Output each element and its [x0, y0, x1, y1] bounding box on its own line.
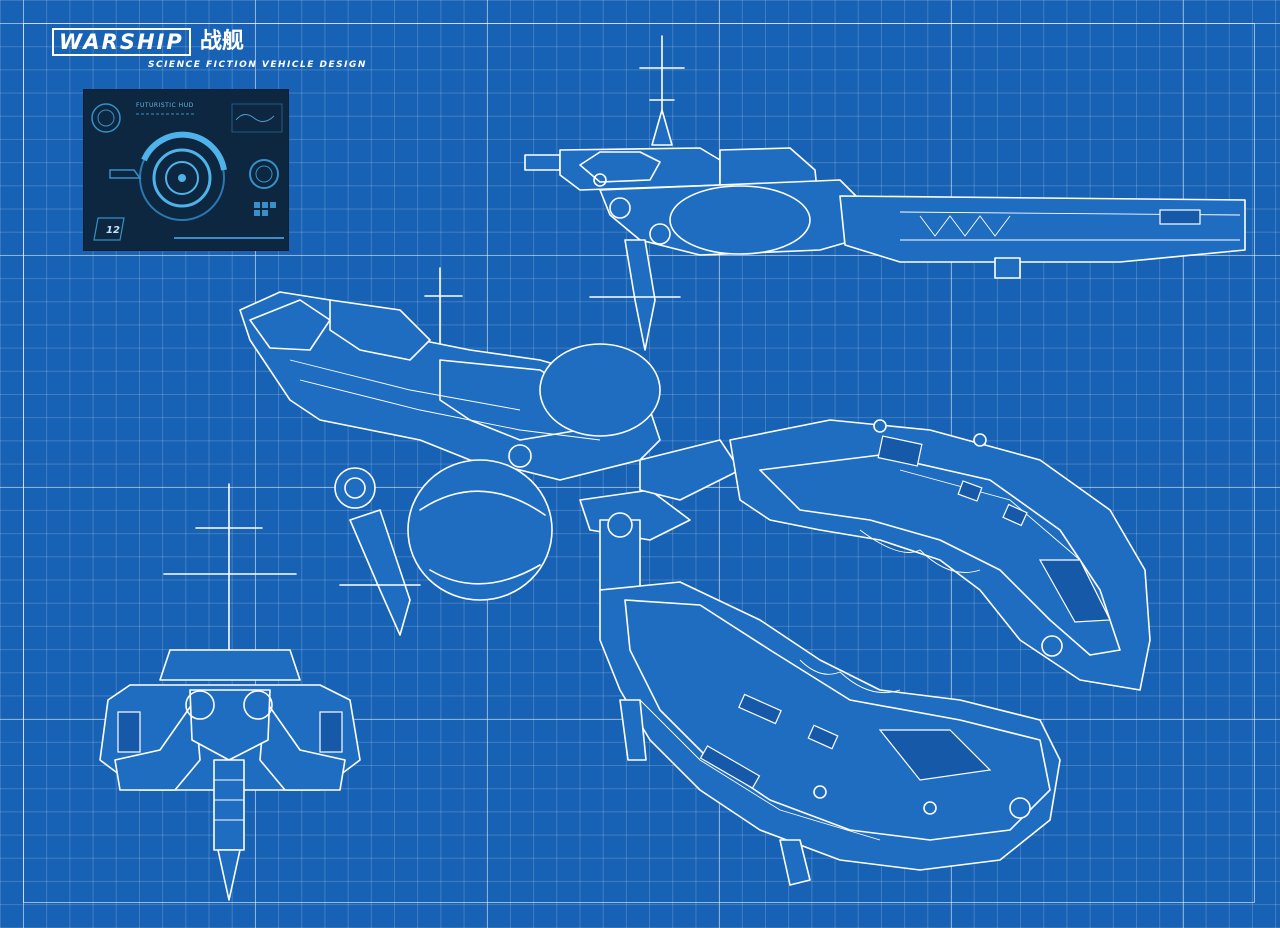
title-block: WARSHIP 战舰: [52, 28, 244, 56]
hud-label: FUTURISTIC HUD: [136, 102, 194, 109]
perspective-view: [239, 267, 1151, 886]
title-cn: 战舰: [199, 29, 244, 54]
side-view: [524, 35, 1246, 351]
hud-graphic: [91, 103, 284, 241]
hud-panel: FUTURISTIC HUD 12: [84, 90, 288, 250]
subtitle: SCIENCE FICTION VEHICLE DESIGN: [148, 60, 367, 70]
front-view: [99, 483, 361, 901]
sheet-border: [23, 23, 1255, 903]
title-en: WARSHIP: [52, 28, 191, 56]
hud-number: 12: [106, 225, 120, 236]
